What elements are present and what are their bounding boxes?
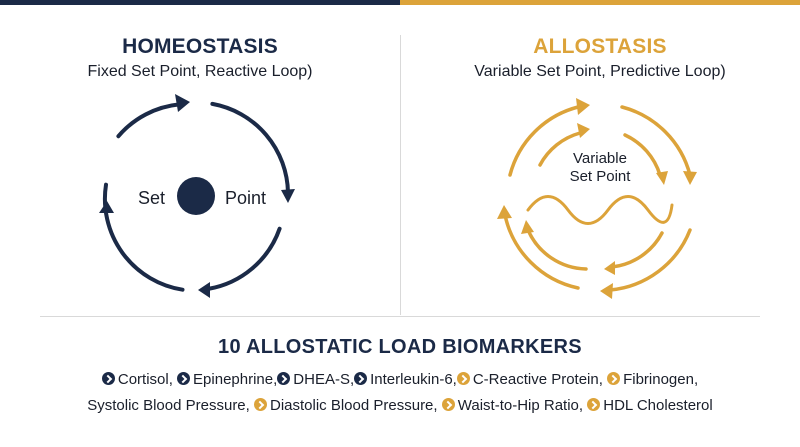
outer-arc-bottom	[608, 228, 692, 292]
outer-arrowhead-bottom	[600, 283, 613, 299]
loop-arc-right	[210, 101, 290, 195]
section-divider-horizontal	[40, 316, 760, 317]
chevron-bullet-icon	[101, 372, 115, 385]
chevron-bullet-icon	[607, 372, 621, 385]
inner-arrowhead-bottom	[604, 261, 615, 275]
point-label: Point	[225, 188, 267, 208]
chevron-bullet-icon	[177, 372, 191, 385]
loop-arrowhead-right	[281, 189, 295, 203]
biomarker-item: Cortisol,	[101, 371, 173, 388]
loop-arrowhead-bottom	[198, 282, 210, 298]
inner-arc-left	[526, 228, 588, 271]
biomarkers-line-1: Cortisol, Epinephrine,DHEA-S,Interleukin…	[0, 371, 800, 388]
biomarker-item: Systolic Blood Pressure,	[87, 397, 250, 414]
variable-label: Variable	[573, 150, 627, 167]
biomarker-item: Diastolic Blood Pressure,	[254, 397, 438, 414]
allostasis-subtitle: Variable Set Point, Predictive Loop)	[474, 63, 726, 80]
inner-arrowhead-right	[656, 171, 668, 185]
chevron-bullet-icon	[441, 398, 455, 411]
outer-arrowhead-top	[576, 98, 590, 115]
loop-arc-bottom	[206, 226, 282, 291]
biomarker-item: Waist-to-Hip Ratio,	[441, 397, 583, 414]
inner-arc-top	[538, 131, 582, 167]
inner-arc-right	[623, 133, 662, 177]
fixed-set-point-dot	[177, 177, 215, 215]
loop-arrowhead-left	[99, 201, 114, 213]
chevron-bullet-icon	[354, 372, 368, 385]
homeostasis-title: HOMEOSTASIS	[122, 35, 278, 58]
homeostasis-subtitle: Fixed Set Point, Reactive Loop)	[87, 63, 313, 80]
biomarkers-title: 10 ALLOSTATIC LOAD BIOMARKERS	[218, 336, 582, 358]
chevron-bullet-icon	[587, 398, 601, 411]
chevron-bullet-icon	[456, 372, 470, 385]
set-label: Set	[138, 188, 166, 208]
top-accent-bar-navy	[0, 0, 400, 5]
homeostasis-loop-diagram	[99, 94, 295, 298]
biomarker-item: Interleukin-6,	[354, 371, 457, 388]
biomarker-item: C-Reactive Protein,	[456, 371, 603, 388]
allostasis-panel: ALLOSTASIS Variable Set Point, Predictiv…	[400, 5, 800, 315]
inner-arrowhead-top	[577, 123, 590, 138]
biomarkers-line-2: Systolic Blood Pressure, Diastolic Blood…	[0, 397, 800, 414]
biomarker-item: HDL Cholesterol	[587, 397, 713, 414]
allostasis-loop-diagram	[497, 98, 697, 299]
set-point-label: Set Point	[569, 168, 631, 185]
loop-arc-top	[116, 102, 182, 139]
biomarker-item: Fibrinogen,	[607, 371, 698, 388]
inner-arrowhead-left	[521, 220, 534, 234]
outer-arrowhead-left	[497, 205, 512, 219]
loop-arrowhead-top	[175, 94, 190, 112]
biomarker-item: DHEA-S,	[277, 371, 354, 388]
inner-arc-bottom	[610, 231, 664, 269]
outer-arc-left	[503, 213, 580, 290]
allostasis-title: ALLOSTASIS	[533, 35, 667, 58]
panel-divider-vertical	[400, 35, 401, 315]
top-accent-bar-gold	[400, 0, 800, 5]
chevron-bullet-icon	[254, 398, 267, 411]
loop-arc-left	[102, 182, 185, 292]
chevron-bullet-icon	[277, 372, 291, 385]
outer-arc-right	[620, 105, 692, 177]
variable-set-point-wave	[526, 195, 674, 225]
outer-arc-top	[508, 105, 580, 177]
outer-arrowhead-right	[683, 171, 697, 185]
homeostasis-panel: HOMEOSTASIS Fixed Set Point, Reactive Lo…	[0, 5, 400, 315]
biomarker-item: Epinephrine,	[177, 371, 277, 388]
